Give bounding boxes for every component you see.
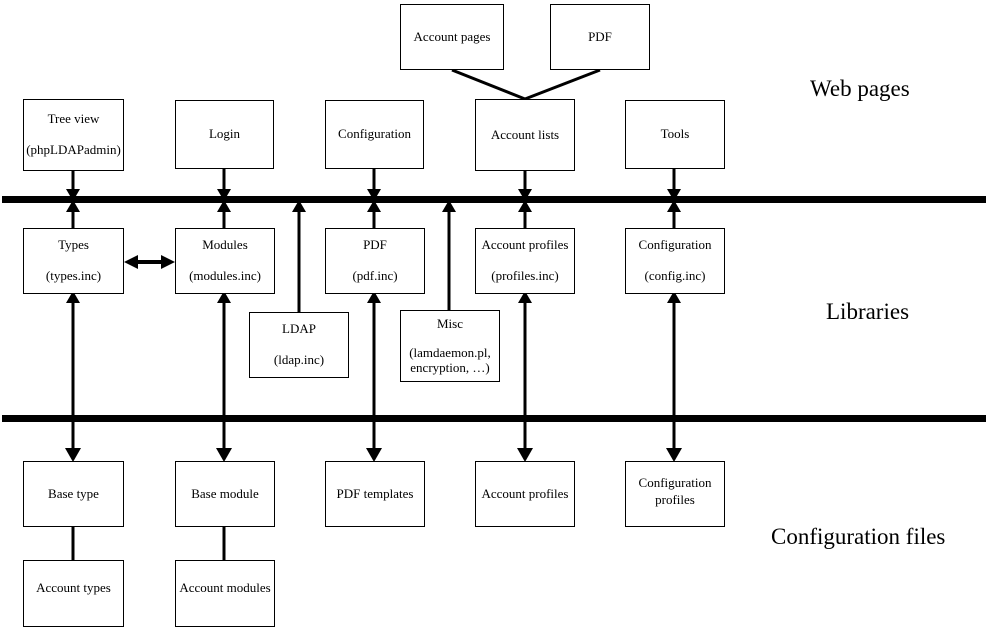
node-modules-lib[interactable]: Modules (modules.inc): [175, 228, 275, 294]
node-base-type[interactable]: Base type: [23, 461, 124, 527]
node-configuration-profiles-label: Configuration: [638, 475, 712, 490]
node-account-pages-label: Account pages: [413, 28, 491, 44]
node-modules-lib-sublabel: (modules.inc): [189, 268, 261, 283]
node-account-lists[interactable]: Account lists: [475, 99, 575, 171]
node-configuration-profiles[interactable]: Configuration profiles: [625, 461, 725, 527]
node-pdf-page-label: PDF: [588, 28, 612, 44]
node-account-types[interactable]: Account types: [23, 560, 124, 627]
node-configuration-page[interactable]: Configuration: [325, 100, 424, 169]
section-label-configuration-files: Configuration files: [771, 524, 946, 549]
node-tree-view-label: Tree view: [47, 111, 100, 127]
node-modules-lib-label: Modules: [202, 237, 248, 253]
node-pdf-templates-label: PDF templates: [336, 485, 414, 501]
arrowheads-webpages-down: [66, 189, 681, 201]
node-configuration-profiles-sublabel: profiles: [655, 491, 695, 507]
link-account-pages-to-account-lists: [451, 68, 526, 101]
node-tree-view-sublabel: (phpLDAPadmin): [26, 142, 121, 157]
node-ldap-lib-label: LDAP: [282, 321, 316, 337]
node-account-modules[interactable]: Account modules: [175, 560, 275, 627]
bus-bar-web-libraries: [2, 196, 986, 203]
node-base-module-label: Base module: [191, 485, 259, 501]
node-base-module[interactable]: Base module: [175, 461, 275, 527]
node-pdf-lib[interactable]: PDF (pdf.inc): [325, 228, 425, 294]
node-tools-label: Tools: [660, 126, 690, 142]
node-pdf-lib-label: PDF: [363, 237, 387, 253]
node-configuration-lib-sublabel: (config.inc): [644, 268, 706, 283]
node-account-profiles-lib[interactable]: Account profiles (profiles.inc): [475, 228, 575, 294]
arrowheads-config-down: [65, 448, 682, 462]
node-account-types-label: Account types: [36, 580, 111, 595]
node-configuration-lib-label: Configuration: [638, 237, 712, 253]
node-misc-lib[interactable]: Misc (lamdaemon.pl, encryption, …): [400, 310, 500, 382]
node-tree-view[interactable]: Tree view (phpLDAPadmin): [23, 99, 124, 171]
node-account-profiles-cfg[interactable]: Account profiles: [475, 461, 575, 527]
node-types-lib[interactable]: Types (types.inc): [23, 228, 124, 294]
node-account-profiles-lib-sublabel: (profiles.inc): [491, 268, 559, 283]
node-misc-lib-sublabel-2: encryption, …): [410, 359, 490, 375]
node-account-lists-label: Account lists: [490, 126, 560, 142]
arrowheads-libraries-up: [66, 200, 681, 212]
node-account-pages[interactable]: Account pages: [400, 4, 504, 70]
section-label-libraries: Libraries: [826, 299, 910, 324]
node-tools[interactable]: Tools: [625, 100, 725, 169]
link-types-modules-bidirectional: [124, 255, 175, 269]
node-ldap-lib[interactable]: LDAP (ldap.inc): [249, 312, 349, 378]
node-pdf-templates[interactable]: PDF templates: [325, 461, 425, 527]
node-base-type-label: Base type: [48, 485, 99, 501]
section-label-web-pages: Web pages: [810, 76, 910, 101]
node-login[interactable]: Login: [175, 100, 274, 169]
node-ldap-lib-sublabel: (ldap.inc): [273, 352, 325, 367]
node-configuration-page-label: Configuration: [338, 126, 411, 142]
link-pdf-page-to-account-lists: [524, 68, 601, 101]
node-login-label: Login: [208, 126, 241, 142]
node-misc-lib-label: Misc: [437, 316, 463, 331]
node-configuration-lib[interactable]: Configuration (config.inc): [625, 228, 725, 294]
node-pdf-lib-sublabel: (pdf.inc): [352, 268, 398, 283]
node-account-profiles-cfg-label: Account profiles: [481, 485, 569, 501]
node-types-lib-label: Types: [58, 237, 89, 253]
node-misc-lib-sublabel-1: (lamdaemon.pl,: [409, 344, 491, 360]
node-account-modules-label: Account modules: [179, 580, 271, 595]
node-pdf-page[interactable]: PDF: [550, 4, 650, 70]
bus-bar-libraries-config: [2, 415, 986, 422]
node-account-profiles-lib-label: Account profiles: [481, 237, 569, 253]
node-types-lib-sublabel: (types.inc): [45, 268, 102, 283]
